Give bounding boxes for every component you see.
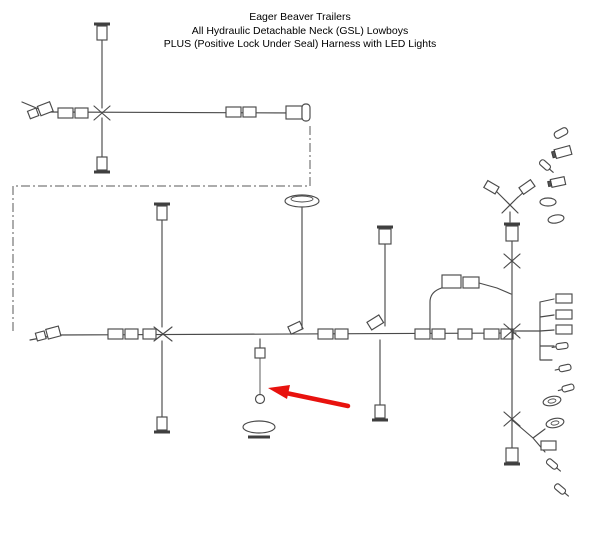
relay-connector-branch bbox=[429, 274, 512, 334]
bullet-terminal-icon bbox=[553, 483, 570, 497]
junction-x-icon bbox=[503, 253, 521, 269]
connector-icon bbox=[431, 328, 446, 340]
blade-terminal-icon bbox=[555, 324, 573, 335]
oval-lamp-branch bbox=[284, 194, 320, 329]
bulb-terminal-icon bbox=[254, 393, 266, 405]
blade-terminal-icon bbox=[518, 178, 536, 196]
branch-bottom-terminal-right bbox=[372, 339, 388, 422]
junction-x-icon bbox=[153, 326, 173, 342]
connector-icon bbox=[457, 328, 473, 340]
ring-terminal-icon bbox=[287, 320, 304, 335]
connector-icon bbox=[124, 328, 139, 340]
connector-icon bbox=[483, 328, 500, 340]
branch-up-terminal bbox=[94, 22, 110, 109]
branch-down-terminal bbox=[94, 117, 110, 174]
continuation-outline bbox=[12, 126, 311, 331]
bullet-terminal-icon bbox=[538, 159, 554, 173]
blade-terminal-icon bbox=[555, 309, 573, 320]
blade-terminal-icon bbox=[555, 293, 573, 304]
connector-icon bbox=[462, 276, 480, 289]
end-connector-icon bbox=[285, 103, 311, 122]
branch-bottom-terminal-left bbox=[154, 340, 170, 434]
connector-icon bbox=[441, 274, 462, 289]
oval-terminal-icon bbox=[547, 214, 565, 224]
title-line-2: All Hydraulic Detachable Neck (GSL) Lowb… bbox=[191, 24, 409, 37]
callout-arrow-icon bbox=[268, 385, 351, 409]
connector-icon bbox=[414, 328, 431, 340]
pigtail-lamp-drop bbox=[242, 338, 276, 439]
loose-terminals-top bbox=[538, 127, 573, 224]
lamp-lens-icon bbox=[242, 420, 276, 434]
connector-icon bbox=[225, 106, 242, 118]
branch-top-terminal-left bbox=[154, 202, 170, 328]
mid-terminal-cluster bbox=[511, 293, 575, 393]
blade-terminal-icon bbox=[550, 144, 573, 160]
ring-terminal-icon bbox=[366, 314, 385, 331]
diagram-title: Eager Beaver Trailers All Hydraulic Deta… bbox=[0, 11, 600, 52]
connector-icon bbox=[107, 328, 124, 340]
grommet-icon bbox=[542, 395, 562, 407]
blade-terminal-icon bbox=[483, 179, 500, 195]
connector-icon bbox=[242, 106, 257, 118]
oval-terminal-icon bbox=[539, 197, 557, 207]
upper-terminal-cluster bbox=[483, 178, 536, 223]
upper-harness-segment bbox=[21, 22, 311, 174]
plug-connector-icon bbox=[34, 325, 62, 342]
bullet-terminal-icon bbox=[553, 127, 569, 139]
connector-icon bbox=[57, 107, 74, 119]
main-harness-segment bbox=[29, 194, 517, 439]
bullet-terminal-icon bbox=[551, 341, 569, 351]
connector-icon bbox=[334, 328, 349, 340]
right-harness-assembly bbox=[483, 127, 575, 497]
connector-icon bbox=[500, 328, 514, 340]
bullet-terminal-icon bbox=[554, 363, 572, 373]
connector-icon bbox=[142, 328, 157, 340]
lower-terminal-cluster bbox=[504, 395, 570, 497]
title-line-3: PLUS (Positive Lock Under Seal) Harness … bbox=[163, 38, 437, 50]
junction-x-icon bbox=[503, 411, 521, 427]
junction-x-icon bbox=[93, 105, 111, 121]
grommet-icon bbox=[545, 417, 565, 429]
spine-bottom-connector bbox=[504, 447, 520, 466]
connector-icon bbox=[74, 107, 89, 119]
bullet-terminal-icon bbox=[557, 383, 575, 393]
blade-terminal-icon bbox=[547, 175, 567, 189]
bullet-terminal-icon bbox=[545, 458, 562, 472]
spine-top-connector bbox=[504, 222, 520, 242]
plug-connector-icon bbox=[26, 101, 54, 120]
connector-icon bbox=[317, 328, 334, 340]
title-line-1: Eager Beaver Trailers bbox=[249, 11, 351, 23]
oval-lamp-icon bbox=[284, 194, 320, 208]
branch-top-terminal-right bbox=[366, 225, 393, 331]
blade-terminal-icon bbox=[540, 440, 557, 451]
socket-connector-icon bbox=[254, 347, 266, 359]
